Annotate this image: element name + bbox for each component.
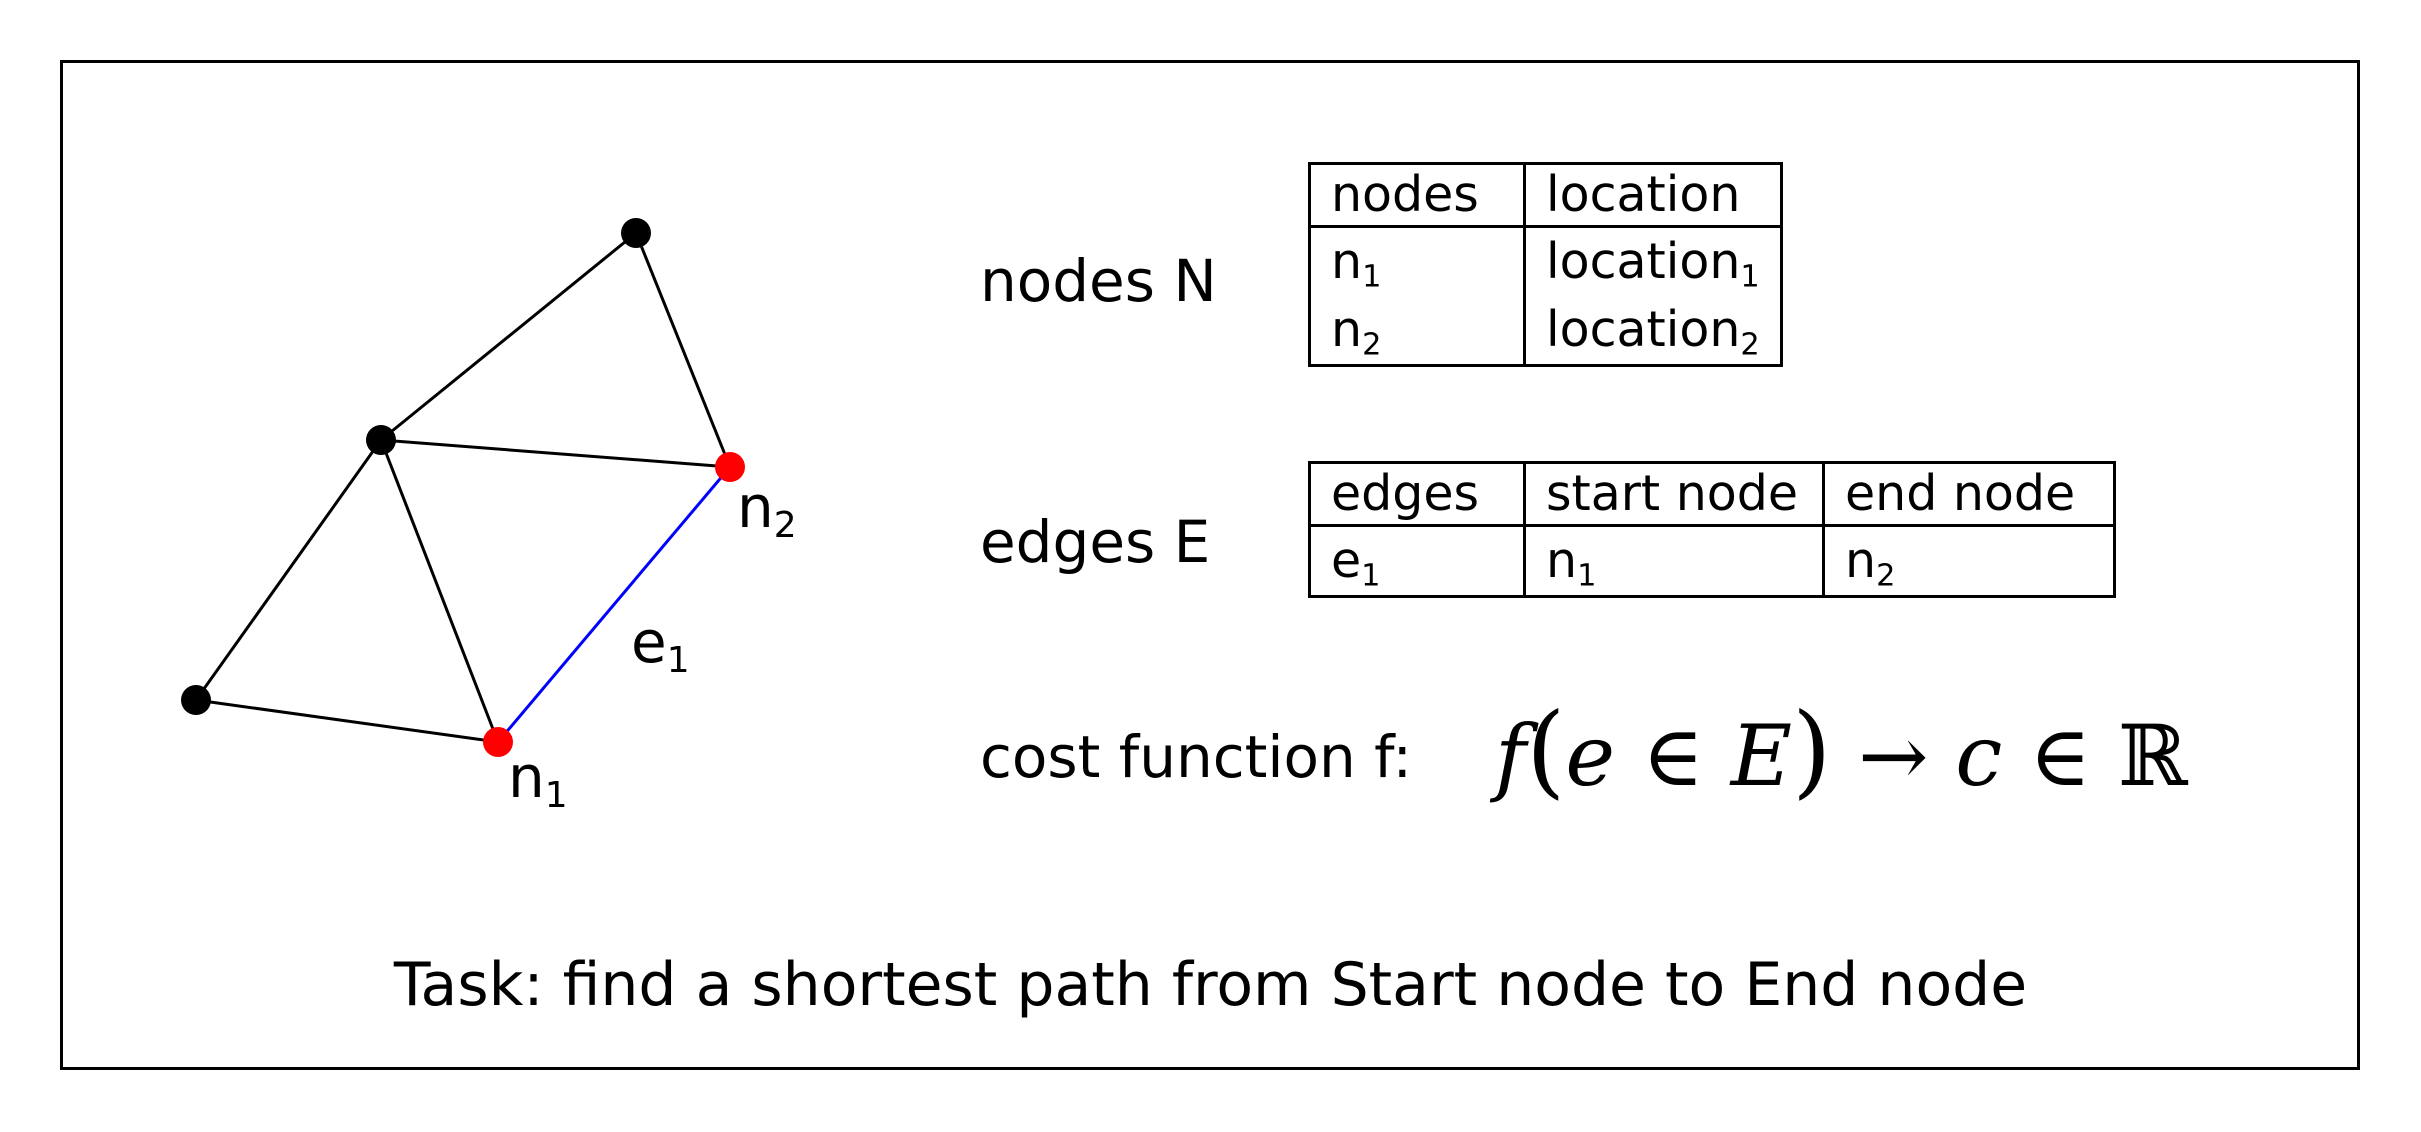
- edge-label-e1: e1: [631, 608, 690, 682]
- edges-table-header-cell: start node: [1523, 460, 1825, 528]
- nodes-section-label: nodes N: [980, 247, 1217, 315]
- nodes-table-cell: location1: [1523, 226, 1783, 297]
- node-label-n2: n2: [737, 473, 797, 547]
- graph-edge-mid-n1: [379, 439, 500, 743]
- nodes-table-header-cell: location: [1523, 161, 1783, 229]
- graph-edge-left-n1: [195, 698, 499, 744]
- formula-c: c: [1955, 707, 2003, 805]
- edges-table-header-cell: edges: [1308, 460, 1526, 528]
- nodes-table-cell: n2: [1308, 296, 1526, 367]
- graph-node-n2: [715, 452, 745, 482]
- graph-node-n1: [483, 727, 513, 757]
- edges-table-cell: n1: [1523, 525, 1825, 599]
- edges-table-header-cell: end node: [1822, 460, 2116, 528]
- nodes-table: nodes location n1 location1 n2 location2: [1308, 161, 1783, 367]
- edges-table-cell: e1: [1308, 525, 1526, 599]
- formula-arrow: →: [1858, 707, 1929, 805]
- edges-table-row: e1 n1 n2: [1308, 525, 2116, 599]
- edges-table: edges start node end node e1 n1 n2: [1308, 460, 2116, 599]
- edges-table-header: edges start node end node: [1308, 460, 2116, 528]
- formula-e: e: [1565, 707, 1616, 805]
- graph-edge-n1-n2: [496, 466, 732, 743]
- formula-E: E: [1730, 707, 1793, 805]
- graph-edge-mid-left: [194, 439, 383, 701]
- cost-function-label: cost function f:: [980, 723, 1413, 791]
- graph-node-mid: [366, 425, 396, 455]
- formula-f: f: [1495, 707, 1527, 805]
- graph-edge-mid-n2: [380, 438, 731, 469]
- node-label-n1: n1: [508, 743, 568, 817]
- formula-element-of: ∈: [1641, 707, 1705, 805]
- graph-edge-top-n2: [634, 232, 732, 468]
- nodes-table-header-cell: nodes: [1308, 161, 1526, 229]
- nodes-table-row: n2 location2: [1308, 296, 1783, 367]
- formula-reals: ℝ: [2117, 707, 2188, 805]
- formula-element-of: ∈: [2028, 707, 2092, 805]
- graph-node-left: [181, 685, 211, 715]
- cost-function-formula: f(e ∈ E) → c ∈ ℝ: [1495, 700, 2188, 801]
- graph-node-top: [621, 218, 651, 248]
- diagram-frame: [60, 60, 2360, 1070]
- edges-table-cell: n2: [1822, 525, 2116, 599]
- nodes-table-header: nodes location: [1308, 161, 1783, 229]
- task-caption: Task: find a shortest path from Start no…: [393, 950, 2028, 1020]
- graph-edge-top-mid: [380, 231, 637, 442]
- nodes-table-cell: n1: [1308, 226, 1526, 297]
- formula-open-paren: (: [1526, 691, 1566, 809]
- edges-section-label: edges E: [980, 508, 1211, 576]
- formula-close-paren: ): [1792, 691, 1832, 809]
- nodes-table-row: n1 location1: [1308, 226, 1783, 297]
- nodes-table-cell: location2: [1523, 296, 1783, 367]
